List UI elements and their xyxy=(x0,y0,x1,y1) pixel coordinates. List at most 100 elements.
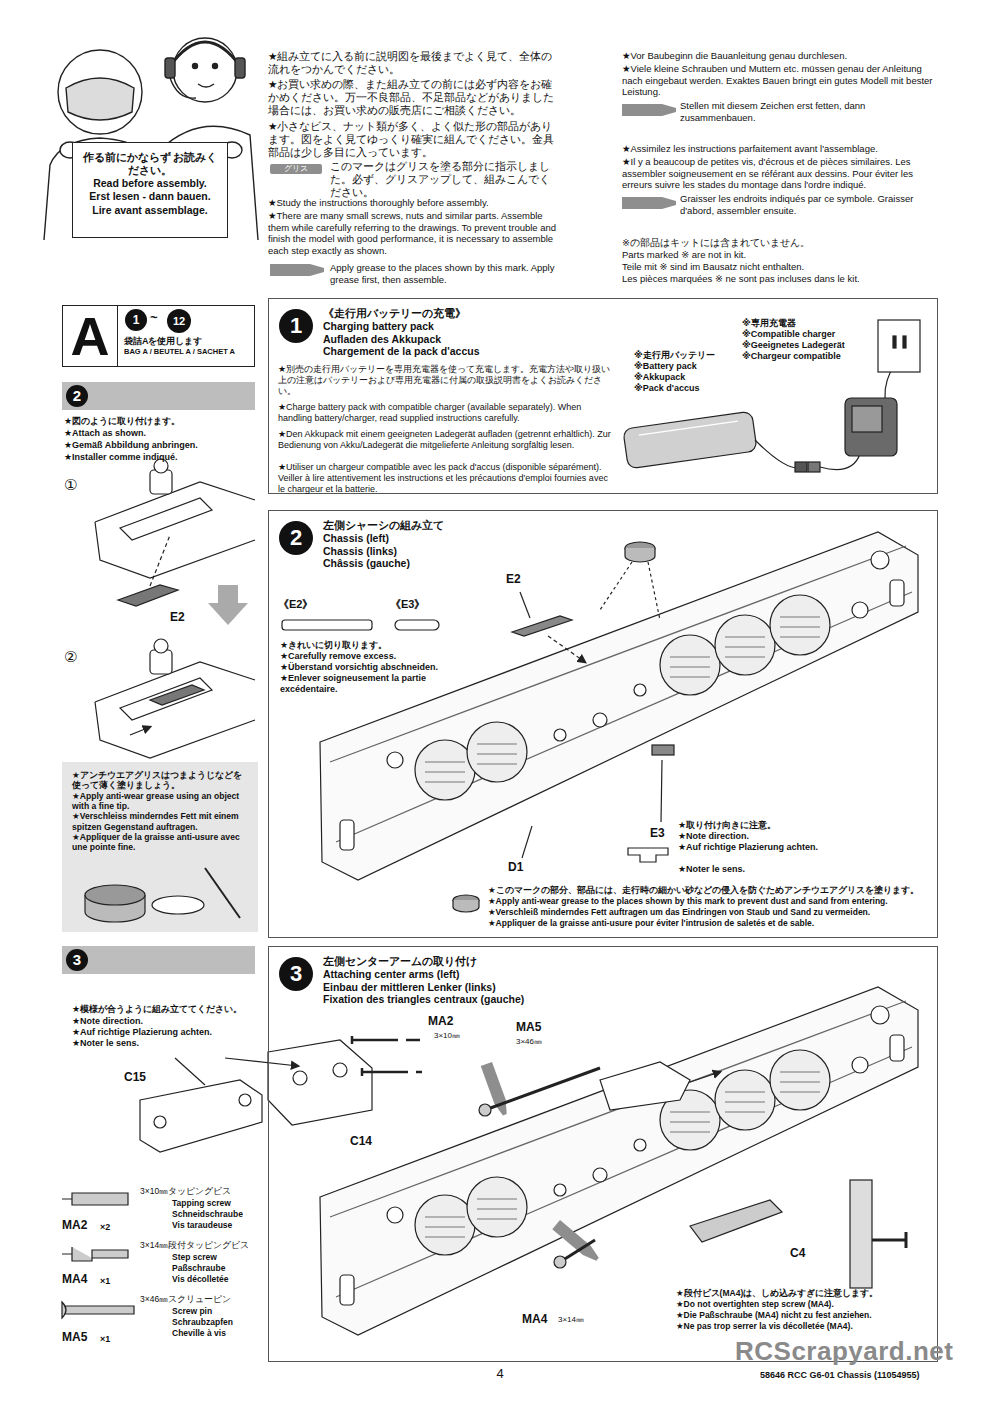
annotation: ※Battery pack xyxy=(634,361,744,372)
annotation: ① xyxy=(64,476,84,494)
annotation: Graisser les endroits indiqués par ce sy… xyxy=(680,193,942,216)
footer-code: 58646 RCC G6-01 Chassis (11054955) xyxy=(760,1370,980,1381)
annotation: ★Ne pas trop serrer la vis décolletée (M… xyxy=(676,1321,938,1331)
step-panel: 2左側シャーシの組み立てChassis (left)Chassis (links… xyxy=(268,510,938,938)
node-text: Châssis (gauche) xyxy=(323,557,653,570)
annotation: Apply grease to the places shown by this… xyxy=(330,262,560,285)
annotation: E2 xyxy=(506,572,536,587)
annotation: Vis taraudeuse xyxy=(172,1220,272,1230)
annotation: ★Den Akkupack mit einem geeigneten Ladeg… xyxy=(278,429,613,451)
annotation: MA5 xyxy=(516,1020,556,1035)
grease-mark: グリス xyxy=(270,164,322,174)
step-number: 1 xyxy=(279,309,313,343)
annotation: D1 xyxy=(508,860,538,875)
annotation: ×2 xyxy=(100,1222,124,1233)
annotation: 3×10㎜ xyxy=(434,1031,484,1041)
annotation: MA2 xyxy=(428,1014,468,1029)
annotation: ×1 xyxy=(100,1276,124,1287)
annotation: 3×14㎜ xyxy=(558,1315,608,1325)
annotation: Screw pin xyxy=(172,1306,272,1316)
annotation: ★Noter le sens. xyxy=(678,864,828,875)
annotation: Schraubzapfen xyxy=(172,1317,272,1327)
annotation: ★このマークの部分、部品には、走行時の細かい砂などの侵入を防ぐためアンチウエアグ… xyxy=(488,885,933,895)
annotation: ★Charge battery pack with compatible cha… xyxy=(278,402,613,424)
node-text: ★Verschleiss minderndes Fett mit einem s… xyxy=(72,811,248,832)
node-text: 左側センターアームの取り付け xyxy=(323,955,653,968)
node-text: 袋詰Aを使用します xyxy=(124,336,250,347)
node-text: Charging battery pack xyxy=(323,320,653,333)
annotation: Stellen mit diesem Zeichen erst fetten, … xyxy=(680,100,942,123)
annotation: ※Compatible charger xyxy=(742,329,872,340)
node-text: Read before assembly. xyxy=(79,177,221,190)
annotation: ※専用充電器 xyxy=(742,318,872,329)
annotation: Paßschraube xyxy=(172,1263,272,1273)
annotation: 3×10㎜タッピングビス xyxy=(140,1186,270,1196)
annotation: ★Vor Baubeginn die Bauanleitung genau du… xyxy=(622,50,942,62)
annotation: ★模様が合うように組み立ててください。 xyxy=(72,1004,262,1015)
annotation: ★Überstand vorsichtig abschneiden. xyxy=(280,662,440,673)
node-text: Chargement de la pack d'accus xyxy=(323,345,653,358)
annotation: ★Attach as shown. xyxy=(64,428,254,439)
annotation: ★組み立てに入る前に説明図を最後までよく見て、全体の流れをつかんでください。 xyxy=(268,50,560,76)
node-text: ★Appliquer de la graisse anti-usure avec… xyxy=(72,832,248,853)
annotation: ×1 xyxy=(100,1334,124,1345)
node-text: 作る前にかならず お読みください。 xyxy=(79,151,221,177)
node-text: A xyxy=(71,309,110,363)
annotation: ★Auf richtige Plazierung achten. xyxy=(678,842,828,853)
watermark: RCScrapyard.net xyxy=(735,1336,975,1368)
annotation: 《E2》 xyxy=(278,598,328,611)
annotation: ※走行用バッテリー xyxy=(634,350,744,361)
node-text: Lire avant assemblage. xyxy=(79,204,221,217)
annotation: MA4 xyxy=(522,1312,562,1327)
annotation: ★きれいに切り取ります。 xyxy=(280,640,440,651)
annotation: Step screw xyxy=(172,1252,272,1262)
annotation: Parts marked ※ are not in kit. xyxy=(622,249,942,261)
annotation: ★Carefully remove excess. xyxy=(280,651,440,662)
annotation: ★お買い求めの際、また組み立ての前には必ず内容をお確かめください。万一不良部品、… xyxy=(268,78,560,116)
annotation: ★Appliquer de la graisse anti-usure pour… xyxy=(488,918,933,928)
node-text: ★アンチウエアグリスはつまようじなどを使って薄く塗りましょう。 xyxy=(72,770,248,791)
annotation: ★小さなビス、ナット類が多く、よく似た形の部品があります。図をよく見てゆっくり確… xyxy=(268,120,560,158)
annotation: ★別売の走行用バッテリーを専用充電器を使って充電します。充電方法や取り扱い上の注… xyxy=(278,364,613,397)
annotation: Vis décolletée xyxy=(172,1274,272,1284)
annotation: 《E3》 xyxy=(390,598,440,611)
annotation: 3×46㎜ xyxy=(516,1037,566,1047)
annotation: C4 xyxy=(790,1246,820,1261)
annotation: ★Auf richtige Plazierung achten. xyxy=(72,1027,262,1038)
step-range-number: 1 xyxy=(125,309,147,331)
node-text: Chassis (left) xyxy=(323,532,653,545)
annotation: ※Akkupack xyxy=(634,372,744,383)
annotation: ★There are many small screws, nuts and s… xyxy=(268,210,560,256)
annotation: ★Installer comme indiqué. xyxy=(64,452,254,463)
annotation: ★Enlever soigneusement la partie excéden… xyxy=(280,673,440,695)
annotation: MA2 xyxy=(62,1218,98,1233)
step-panel: 3左側センターアームの取り付けAttaching center arms (le… xyxy=(268,946,938,1362)
node-text: BAG A / BEUTEL A / SACHET A xyxy=(124,347,250,356)
node-text: Aufladen des Akkupack xyxy=(323,333,653,346)
annotation: Teile mit ※ sind im Bausatz nicht enthal… xyxy=(622,261,942,273)
annotation: このマークはグリスを塗る部分に指示しました。必ず、グリスアップして、組みこんでく… xyxy=(330,160,560,198)
annotation: ※の部品はキットには含まれていません。 xyxy=(622,237,942,249)
annotation: C14 xyxy=(350,1134,390,1149)
annotation: ★Viele kleine Schrauben und Muttern etc.… xyxy=(622,63,942,98)
annotation: ★Il y a beaucoup de petites vis, d'écrou… xyxy=(622,156,942,191)
annotation: Schneidschraube xyxy=(172,1209,272,1219)
step-number: 2 xyxy=(279,521,313,555)
annotation: MA5 xyxy=(62,1330,98,1345)
annotation: Les pièces marquées ※ ne sont pas inclus… xyxy=(622,273,942,285)
step-number: 2 xyxy=(66,385,88,407)
node-text: Einbau der mittleren Lenker (links) xyxy=(323,981,653,994)
step-range-number: 12 xyxy=(167,309,191,333)
annotation: ★Gemäß Abbildung anbringen. xyxy=(64,440,254,451)
step-number: 3 xyxy=(279,957,313,991)
node-text: Fixation des triangles centraux (gauche) xyxy=(323,993,653,1006)
notice-sign: 作る前にかならず お読みください。Read before assembly.Er… xyxy=(72,142,228,238)
grease-note: ★アンチウエアグリスはつまようじなどを使って薄く塗りましょう。★Apply an… xyxy=(62,762,258,859)
annotation: ★Note direction. xyxy=(678,831,828,842)
annotation: ★Assimilez les instructions parfaitement… xyxy=(622,143,942,155)
annotation: E3 xyxy=(650,826,680,841)
annotation: C15 xyxy=(124,1070,164,1085)
page-number: 4 xyxy=(490,1366,510,1382)
annotation: ★Apply anti-wear grease to the places sh… xyxy=(488,896,933,906)
annotation: ※Pack d'accus xyxy=(634,383,744,394)
